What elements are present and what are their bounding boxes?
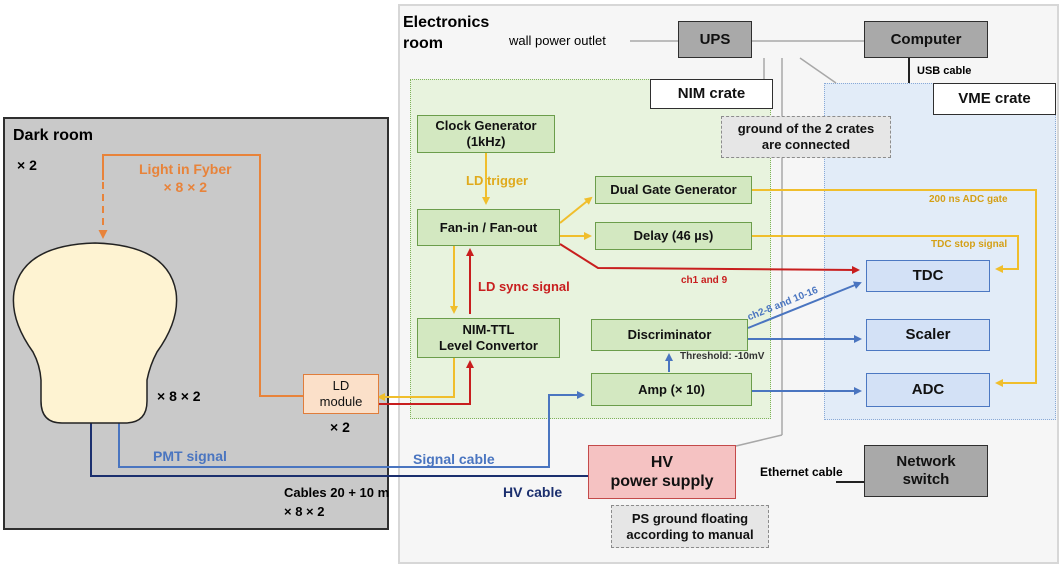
threshold-label: Threshold: -10mV bbox=[680, 351, 765, 362]
usb-cable-label: USB cable bbox=[917, 65, 972, 77]
vme-crate-label: VME crate bbox=[933, 83, 1056, 115]
hv-cable-label: HV cable bbox=[503, 484, 563, 500]
ups-box: UPS bbox=[678, 21, 752, 58]
hv-supply-node: HV power supply bbox=[588, 445, 736, 499]
tdc-node: TDC bbox=[866, 260, 990, 292]
adc-gate-label: 200 ns ADC gate bbox=[929, 194, 1008, 205]
cables-label: Cables 20 + 10 m × 8 × 2 bbox=[284, 485, 390, 519]
signal-cable-label: Signal cable bbox=[413, 451, 495, 467]
dark-room-title: Dark room bbox=[13, 127, 94, 144]
wall-power-label: wall power outlet bbox=[509, 33, 606, 48]
electronics-room-title: Electronics room bbox=[403, 14, 490, 52]
pmt-multiplier-label: × 8 × 2 bbox=[157, 388, 201, 404]
ld-module-node: LD module bbox=[303, 374, 379, 414]
amp-node: Amp (× 10) bbox=[591, 373, 752, 406]
network-switch-node: Network switch bbox=[864, 445, 988, 497]
computer-box: Computer bbox=[864, 21, 988, 58]
ethernet-cable-label: Ethernet cable bbox=[760, 465, 843, 479]
nim-crate-label: NIM crate bbox=[650, 79, 773, 109]
ps-ground-note: PS ground floating according to manual bbox=[611, 505, 769, 548]
adc-node: ADC bbox=[866, 373, 990, 407]
ld-multiplier-label: × 2 bbox=[330, 419, 350, 435]
ld-trigger-label: LD trigger bbox=[466, 173, 529, 188]
light-in-fyber-label: Light in Fyber × 8 × 2 bbox=[139, 161, 232, 196]
scaler-node: Scaler bbox=[866, 319, 990, 351]
pmt-shape bbox=[12, 242, 178, 424]
fan-in-out-node: Fan-in / Fan-out bbox=[417, 209, 560, 246]
tdc-stop-label: TDC stop signal bbox=[931, 239, 1008, 250]
ld-sync-label: LD sync signal bbox=[478, 279, 570, 294]
connection-lines bbox=[12, 40, 1037, 483]
delay-node: Delay (46 µs) bbox=[595, 222, 752, 250]
ground-crates-note: ground of the 2 crates are connected bbox=[721, 116, 891, 158]
dark-room-multiplier: × 2 bbox=[17, 157, 37, 173]
discriminator-node: Discriminator bbox=[591, 319, 748, 351]
clock-generator-node: Clock Generator (1kHz) bbox=[417, 115, 555, 153]
dual-gate-node: Dual Gate Generator bbox=[595, 176, 752, 204]
ch1-9-label: ch1 and 9 bbox=[681, 275, 728, 286]
nim-ttl-node: NIM-TTL Level Convertor bbox=[417, 318, 560, 358]
pmt-signal-label: PMT signal bbox=[153, 448, 227, 464]
